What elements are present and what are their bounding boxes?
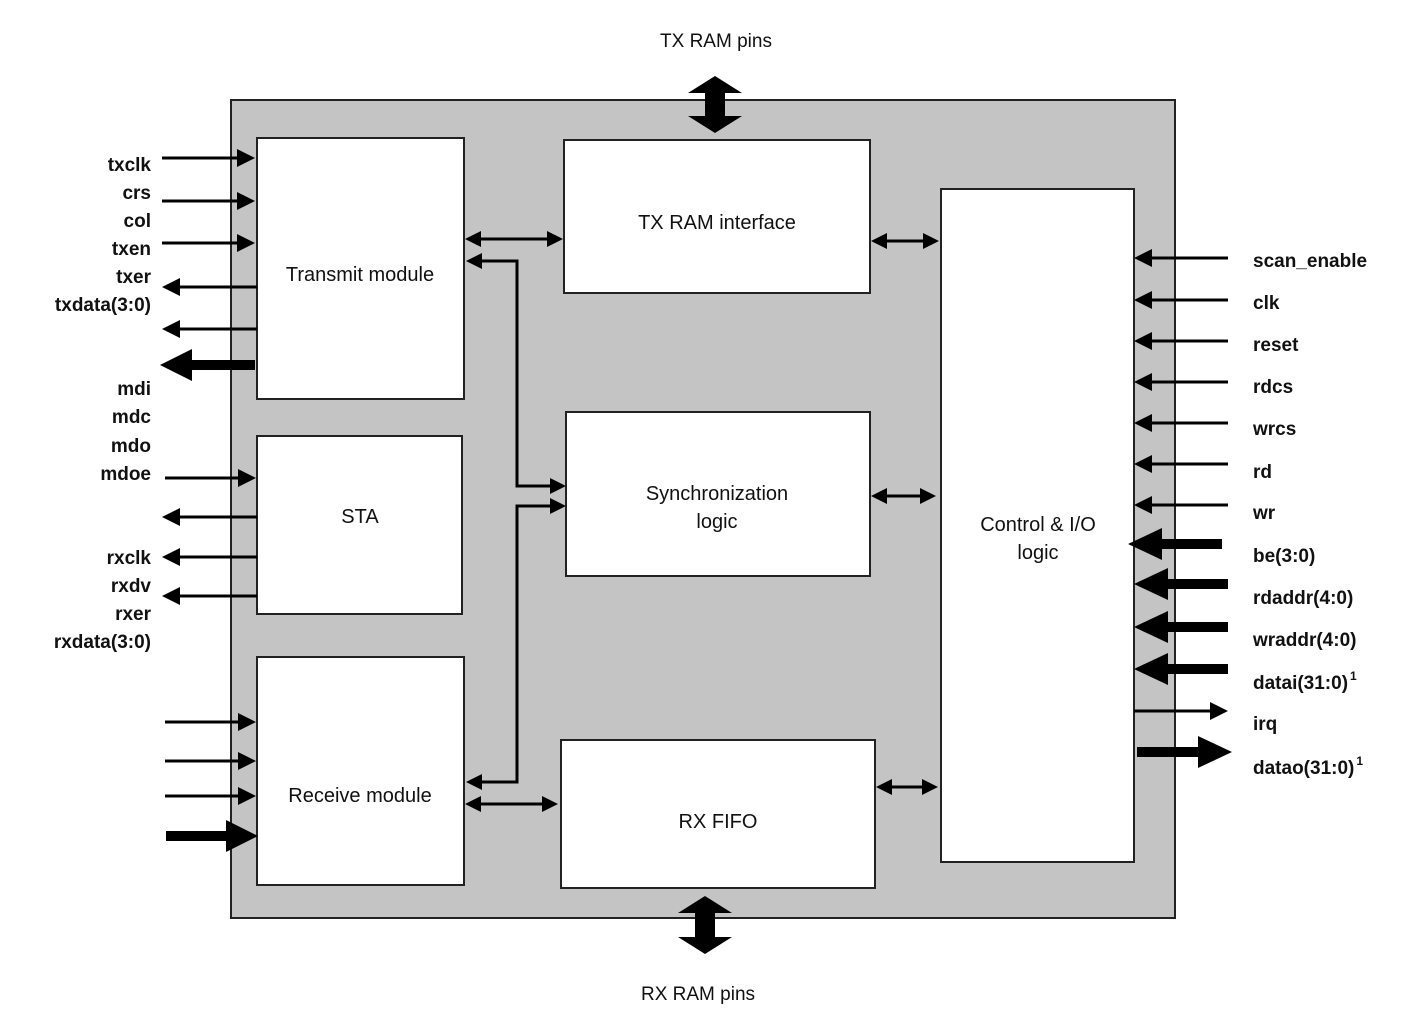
right-pin-arrows: [1128, 249, 1232, 768]
pin-rxclk: rxclk: [107, 548, 152, 569]
synchronization-logic-label-1: Synchronization: [646, 483, 788, 505]
receive-module-label: Receive module: [288, 785, 431, 807]
pin-datao: datao(31:0)1: [1253, 754, 1363, 779]
pin-reset: reset: [1253, 335, 1299, 356]
receive-rxfifo-link: [465, 796, 558, 812]
sync-control-link: [871, 488, 936, 504]
pin-wraddr: wraddr(4:0): [1252, 630, 1356, 651]
tx-ram-interface-block: [563, 139, 871, 294]
receive-sync-link: [466, 498, 566, 790]
transmit-sync-link: [466, 253, 566, 494]
pin-mdo: mdo: [111, 436, 151, 457]
pin-wrcs: wrcs: [1252, 419, 1296, 440]
pin-rxdata: rxdata(3:0): [54, 632, 151, 653]
transmit-txram-link: [465, 231, 563, 247]
pin-txclk: txclk: [108, 155, 152, 176]
pin-col: col: [124, 211, 151, 232]
pin-be: be(3:0): [1253, 546, 1315, 567]
sta-block: [256, 435, 463, 615]
pin-crs: crs: [122, 183, 151, 204]
pin-datai: datai(31:0)1: [1253, 669, 1357, 694]
right-pin-labels: scan_enable clk reset rdcs wrcs rd wr be…: [1252, 251, 1367, 779]
rx-ram-bus-arrow: [678, 896, 732, 954]
transmit-module-label: Transmit module: [286, 264, 434, 286]
tx-ram-pins-label: TX RAM pins: [660, 31, 772, 52]
rx-fifo-label: RX FIFO: [679, 811, 758, 833]
pin-rdaddr: rdaddr(4:0): [1253, 588, 1353, 609]
pin-rdcs: rdcs: [1253, 377, 1293, 398]
pin-txdata: txdata(3:0): [55, 295, 151, 316]
pin-txer: txer: [116, 267, 151, 288]
pin-clk: clk: [1253, 293, 1280, 314]
control-io-logic-label-2: logic: [1017, 542, 1058, 564]
control-io-logic-block: [940, 188, 1135, 863]
left-pin-arrows: [160, 149, 258, 852]
rx-ram-pins-label: RX RAM pins: [641, 984, 755, 1005]
pin-txen: txen: [112, 239, 151, 260]
pin-rxdv: rxdv: [111, 576, 152, 597]
synchronization-logic-label-2: logic: [696, 511, 737, 533]
tx-ram-bus-arrow: [688, 76, 742, 133]
pin-mdoe: mdoe: [100, 464, 151, 485]
synchronization-logic-block: [565, 411, 871, 577]
rxfifo-control-link: [876, 779, 938, 795]
pin-irq: irq: [1253, 714, 1277, 735]
pin-rxer: rxer: [115, 604, 152, 625]
pin-rd: rd: [1253, 462, 1272, 483]
rx-fifo-block: [560, 739, 876, 889]
tx-ram-interface-label: TX RAM interface: [638, 212, 796, 234]
left-pin-labels: txclk crs col txen txer txdata(3:0) mdi …: [54, 155, 152, 653]
sta-label: STA: [341, 506, 379, 528]
txram-control-link: [871, 233, 939, 249]
pin-scan-enable: scan_enable: [1253, 251, 1367, 272]
pin-mdc: mdc: [112, 407, 152, 428]
control-io-logic-label-1: Control & I/O: [980, 514, 1096, 536]
receive-module-block: [256, 656, 465, 886]
pin-mdi: mdi: [117, 379, 151, 400]
transmit-module-block: [256, 137, 465, 400]
pin-wr: wr: [1252, 503, 1276, 524]
